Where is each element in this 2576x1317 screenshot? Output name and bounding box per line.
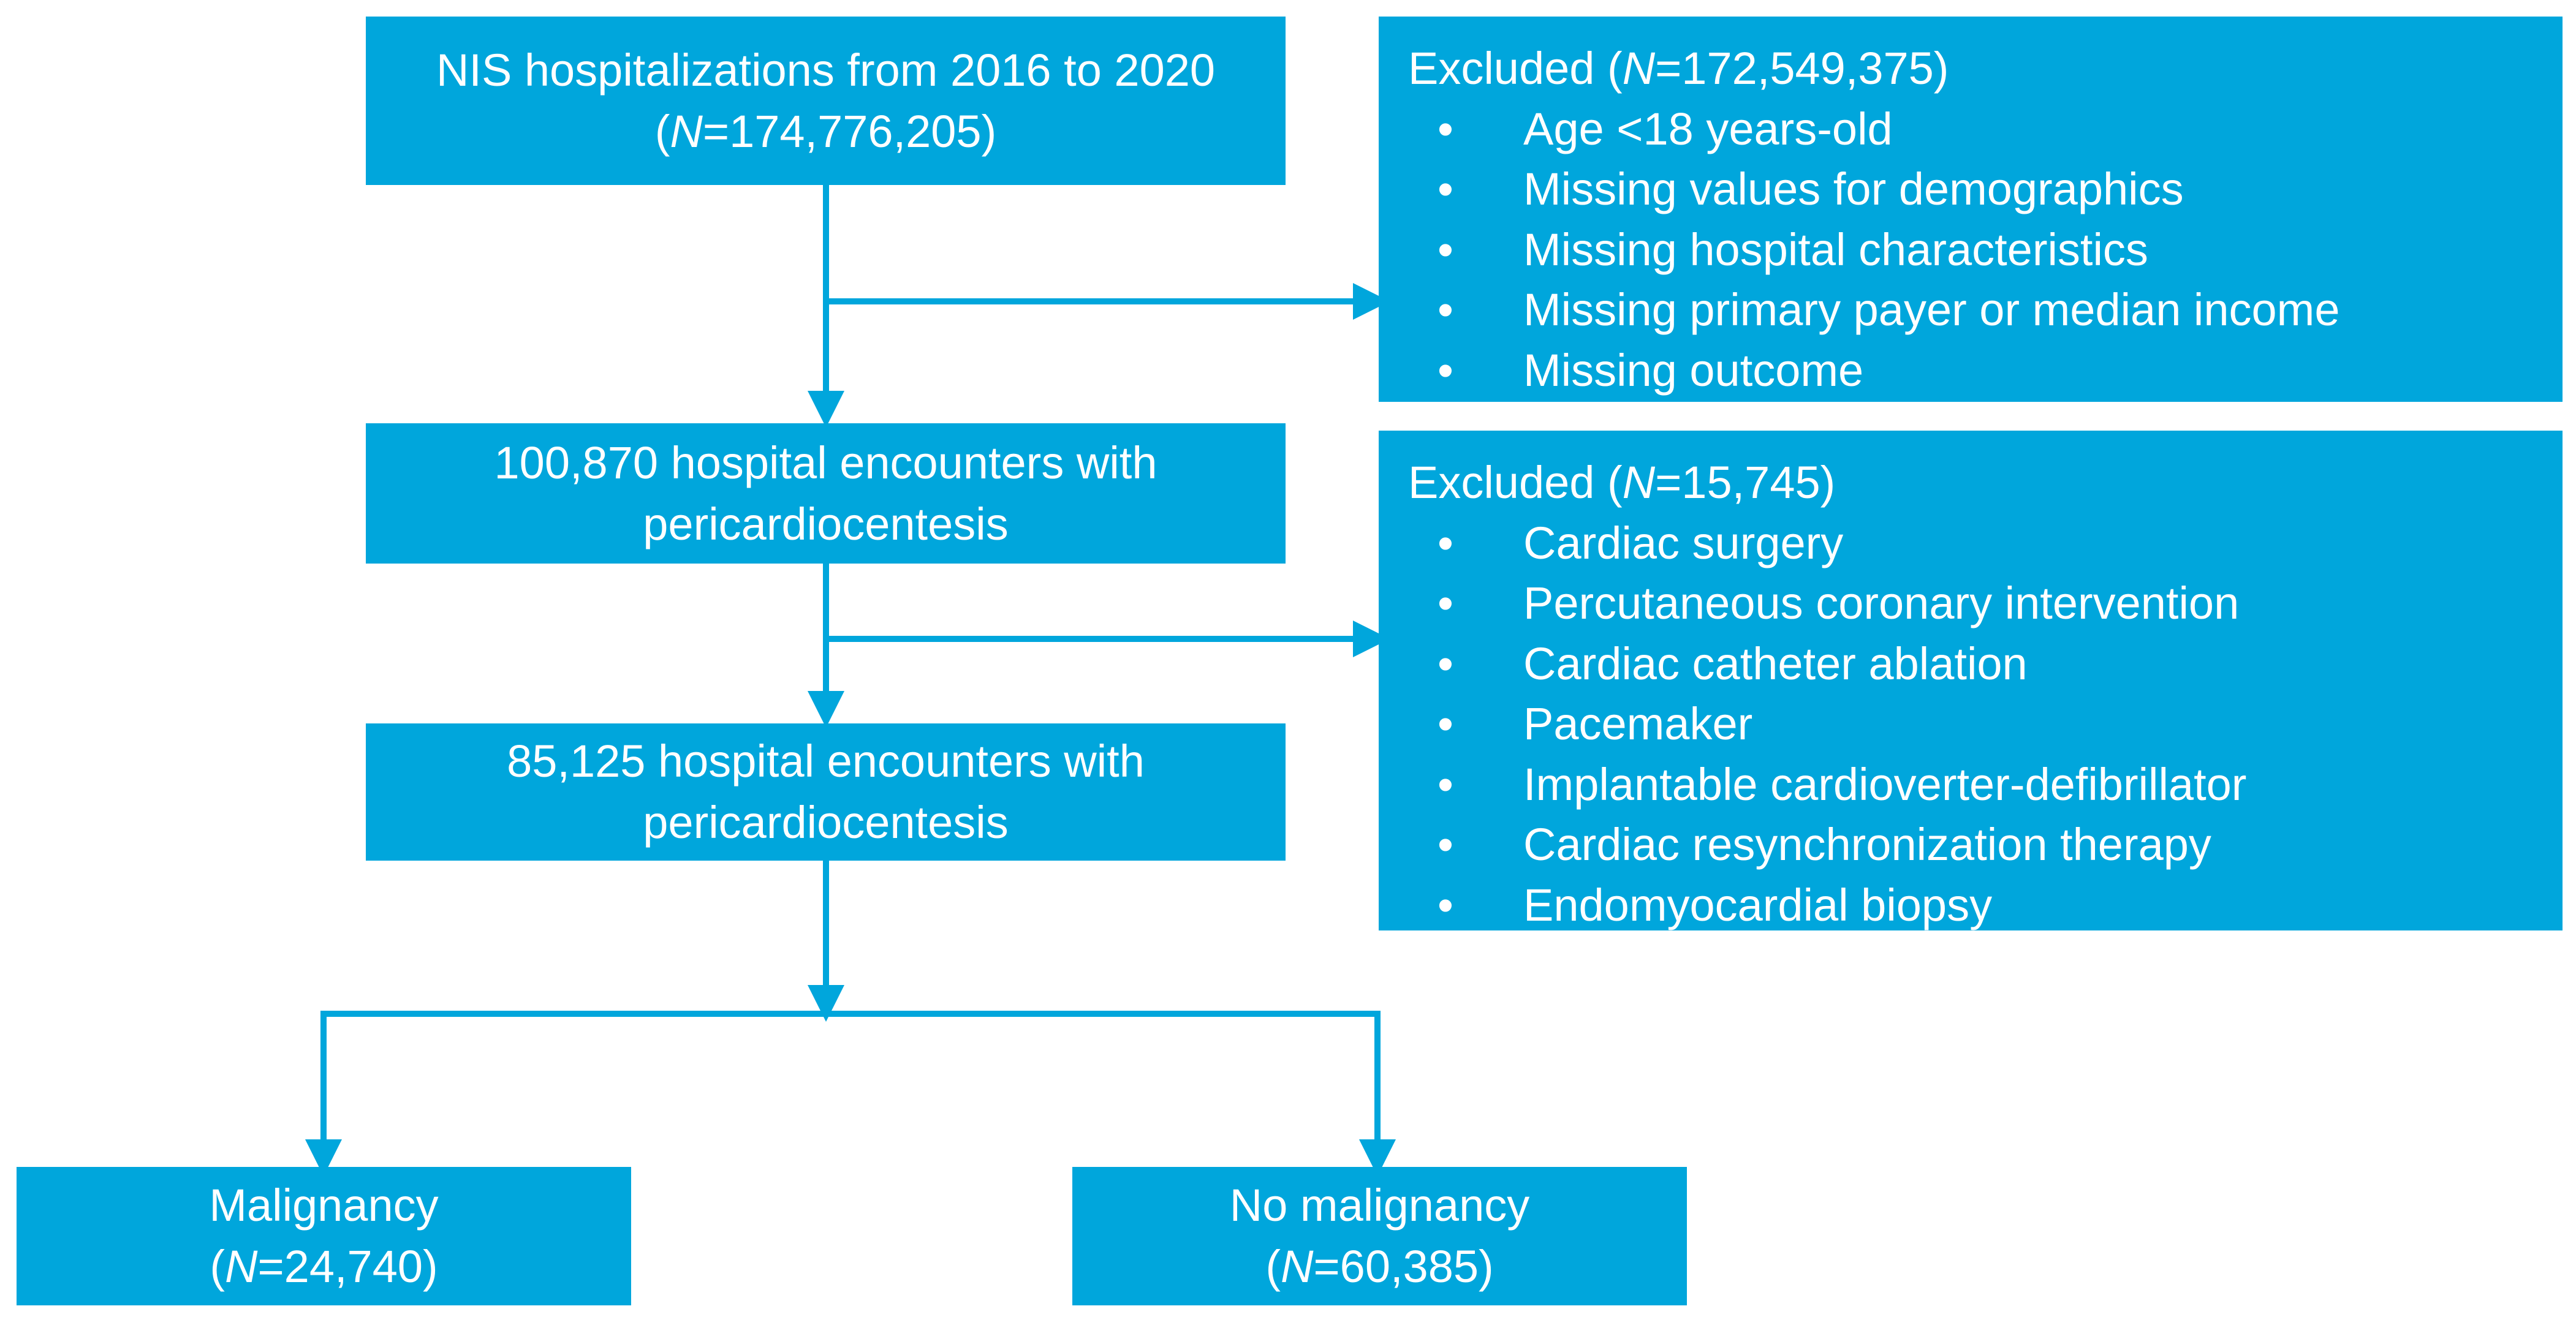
- excluded-2-item: Cardiac surgery: [1408, 513, 2563, 574]
- excluded-2-list: Cardiac surgery Percutaneous coronary in…: [1408, 513, 2563, 936]
- excluded-2-item: Endomyocardial biopsy: [1408, 875, 2563, 936]
- box-excluded-2: Excluded (N=15,745) Cardiac surgery Perc…: [1379, 431, 2563, 935]
- box-nis-count: (N=174,776,205): [654, 105, 997, 157]
- excluded-2-item: Implantable cardioverter-defibrillator: [1408, 755, 2563, 815]
- excluded-1-title: Excluded (N=172,549,375): [1408, 43, 1949, 94]
- excluded-1-item: Missing hospital characteristics: [1408, 220, 2563, 281]
- box-nis-hospitalizations: NIS hospitalizations from 2016 to 2020 (…: [366, 17, 1286, 185]
- box-no-malignancy-count: (N=60,385): [1265, 1241, 1494, 1292]
- box-excluded-1: Excluded (N=172,549,375) Age <18 years-o…: [1379, 17, 2563, 402]
- box-nis-line1: NIS hospitalizations from 2016 to 2020: [436, 44, 1216, 96]
- box-100870-encounters: 100,870 hospital encounters with pericar…: [366, 423, 1286, 564]
- box-100870-line2: pericardiocentesis: [643, 498, 1009, 549]
- box-85125-encounters: 85,125 hospital encounters with pericard…: [366, 723, 1286, 861]
- excluded-2-item: Pacemaker: [1408, 694, 2563, 755]
- box-no-malignancy: No malignancy (N=60,385): [1072, 1167, 1687, 1305]
- box-malignancy: Malignancy (N=24,740): [17, 1167, 631, 1305]
- excluded-1-list: Age <18 years-old Missing values for dem…: [1408, 99, 2563, 401]
- excluded-2-title: Excluded (N=15,745): [1408, 457, 1836, 508]
- excluded-1-item: Age <18 years-old: [1408, 99, 2563, 160]
- box-85125-line1: 85,125 hospital encounters with: [507, 736, 1145, 787]
- excluded-2-item: Cardiac resynchronization therapy: [1408, 815, 2563, 875]
- excluded-1-item: Missing primary payer or median income: [1408, 280, 2563, 341]
- excluded-2-item: Percutaneous coronary intervention: [1408, 573, 2563, 634]
- box-malignancy-line1: Malignancy: [209, 1180, 439, 1231]
- excluded-1-item: Missing values for demographics: [1408, 159, 2563, 220]
- box-malignancy-count: (N=24,740): [210, 1241, 438, 1292]
- box-100870-line1: 100,870 hospital encounters with: [494, 437, 1157, 488]
- box-85125-line2: pericardiocentesis: [643, 797, 1009, 848]
- box-no-malignancy-line1: No malignancy: [1229, 1180, 1530, 1231]
- excluded-1-item: Missing outcome: [1408, 341, 2563, 401]
- excluded-2-item: Cardiac catheter ablation: [1408, 634, 2563, 695]
